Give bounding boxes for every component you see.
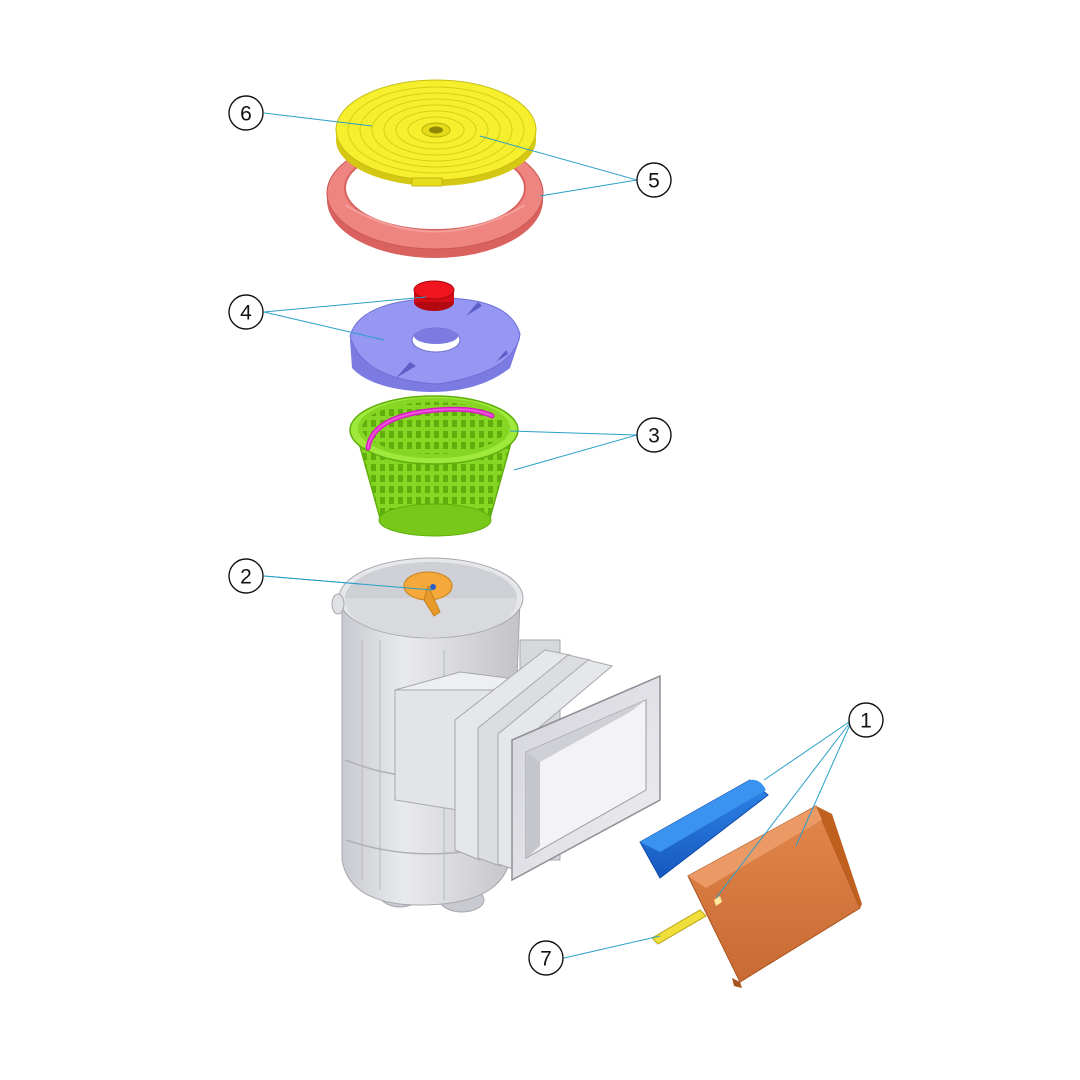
callout-4: 4 — [228, 294, 264, 330]
callout-6: 6 — [228, 95, 264, 131]
callout-3-label: 3 — [648, 425, 660, 448]
callout-2-label: 2 — [240, 566, 252, 589]
valve-plate — [349, 297, 521, 392]
callout-1-label: 1 — [860, 710, 872, 733]
callout-3: 3 — [636, 417, 672, 453]
callout-4-label: 4 — [240, 302, 252, 325]
valve-knob — [413, 280, 455, 311]
weir-flap — [687, 805, 862, 988]
float-valve — [403, 571, 453, 617]
weir-block — [639, 779, 769, 879]
callout-1: 1 — [848, 702, 884, 738]
leader-lines — [263, 112, 853, 959]
callout-2: 2 — [228, 558, 264, 594]
strainer-basket — [349, 395, 519, 537]
callout-7-label: 7 — [540, 948, 552, 971]
callout-6-label: 6 — [240, 103, 252, 126]
callout-5: 5 — [636, 162, 672, 198]
callout-5-label: 5 — [648, 170, 660, 193]
weir-tab — [651, 909, 707, 945]
lid — [335, 79, 537, 187]
skimmer-body — [331, 557, 661, 913]
callout-7: 7 — [528, 940, 564, 976]
